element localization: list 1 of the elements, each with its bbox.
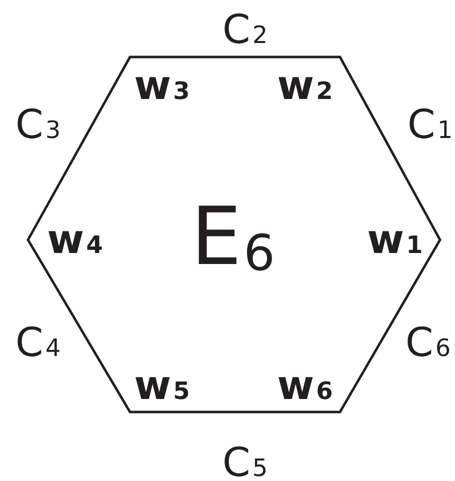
hexagon-label: E$_{6}$ [190,197,276,279]
